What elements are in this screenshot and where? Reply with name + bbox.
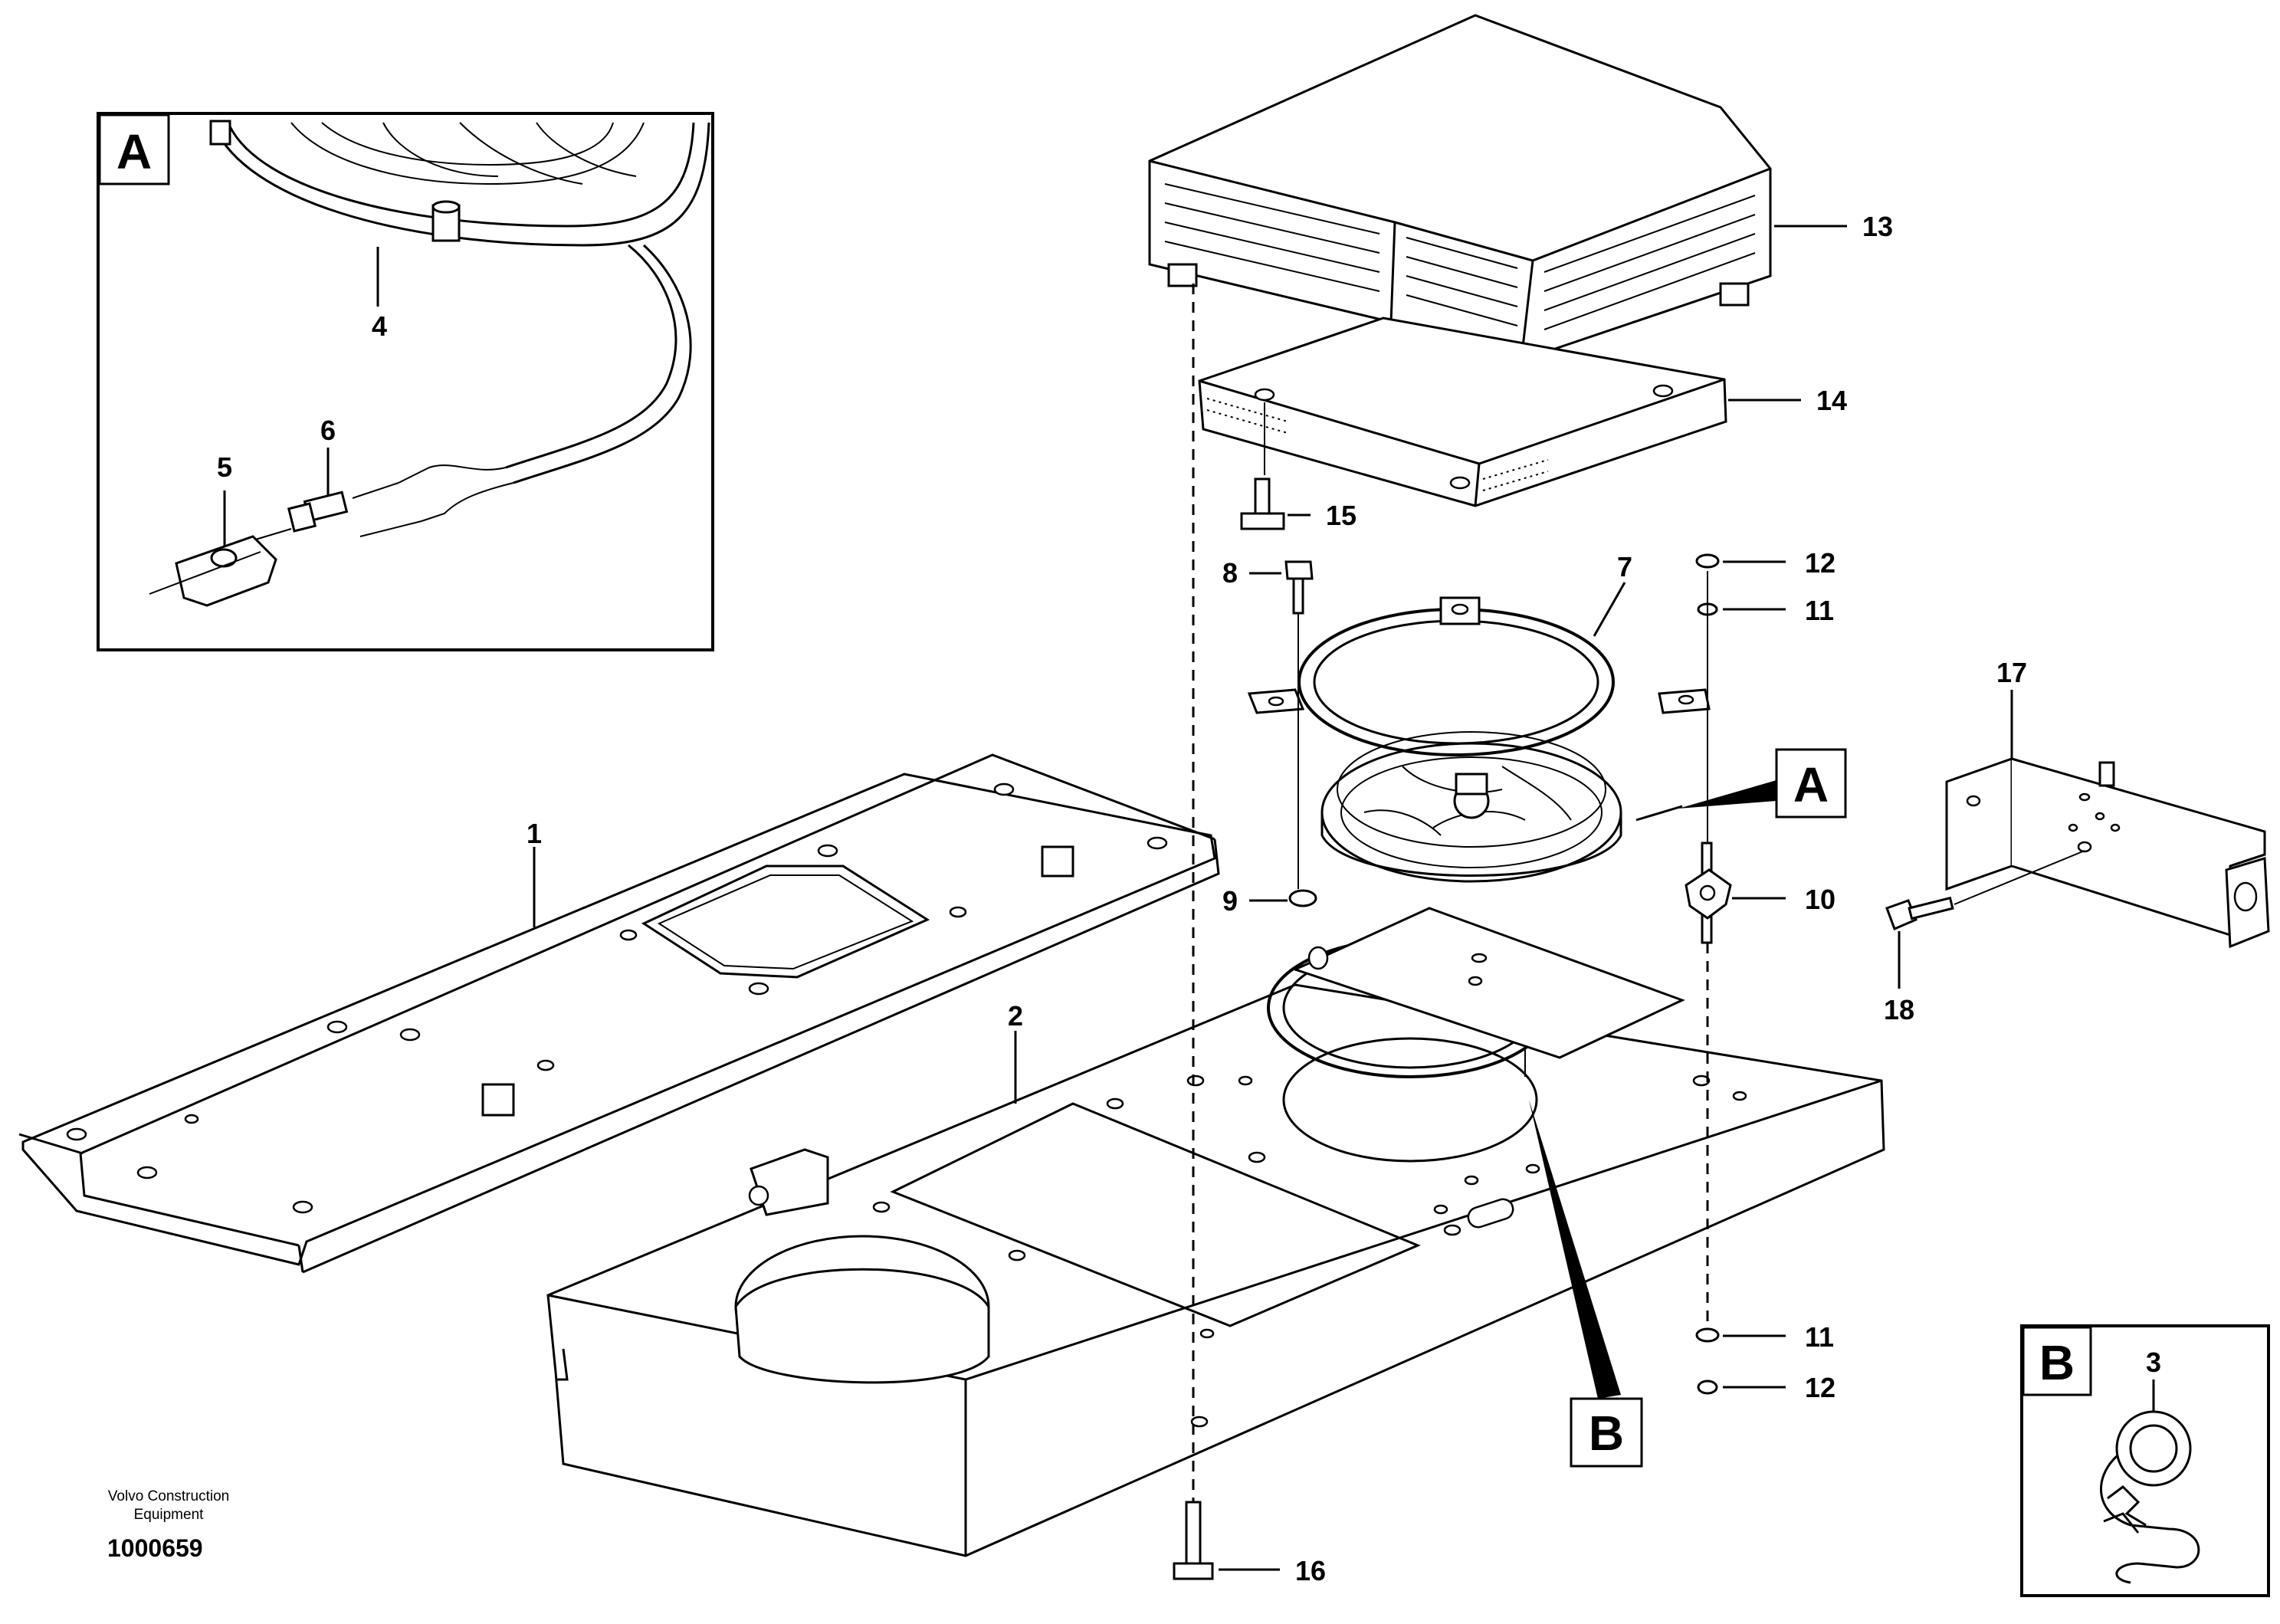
part-17-bracket: 17 xyxy=(1945,657,2270,949)
part-15-bolt: 15 xyxy=(1240,477,1357,531)
detail-b-tag-box xyxy=(2022,1326,2092,1396)
part-label-14: 14 xyxy=(1816,385,1847,416)
part-18-screw: 18 xyxy=(1884,850,2085,1025)
detail-a-tag-label: A xyxy=(116,124,152,179)
part-1-long-plate: 1 xyxy=(18,753,1220,1274)
part-2-base-box: 2 xyxy=(546,983,1885,1557)
part-label-8: 8 xyxy=(1222,557,1238,589)
detail-b-tag-label: B xyxy=(2039,1335,2075,1390)
callout-b-label: B xyxy=(1589,1406,1624,1461)
callout-b-box xyxy=(1570,1397,1643,1468)
part-label-18: 18 xyxy=(1884,994,1914,1025)
part-label-1: 1 xyxy=(527,818,542,849)
part-3-seal-ring xyxy=(1267,907,1685,1078)
part-label-5: 5 xyxy=(217,451,232,483)
part-label-12-bottom: 12 xyxy=(1805,1372,1835,1403)
part-label-6: 6 xyxy=(320,415,336,446)
part-9-nut: 9 xyxy=(1222,885,1317,917)
part-label-10: 10 xyxy=(1805,884,1835,915)
detail-a-tag-box xyxy=(98,113,170,185)
callout-b: B xyxy=(1529,1100,1643,1468)
part-label-13: 13 xyxy=(1862,211,1893,242)
publisher-credit-line2: Equipment xyxy=(133,1507,204,1523)
part-label-11-bottom: 11 xyxy=(1805,1321,1834,1353)
part-14-filter-pad: 14 xyxy=(1198,317,1847,507)
part-label-2: 2 xyxy=(1008,1000,1023,1032)
detail-inset-b: B 3 xyxy=(2020,1324,2270,1597)
part-16-long-bolt: 16 xyxy=(1173,1501,1326,1586)
parts-11-12-bottom: 11 12 xyxy=(1695,1321,1835,1403)
callout-a-label: A xyxy=(1793,757,1829,812)
callout-a: A xyxy=(1635,748,1847,822)
part-7-fan-assembly: 7 xyxy=(1247,551,1711,883)
part-8-screw: 8 xyxy=(1222,557,1314,615)
part-label-7: 7 xyxy=(1617,551,1632,582)
part-13-cover: 13 xyxy=(1148,14,1893,391)
part-label-9: 9 xyxy=(1222,885,1238,917)
part-label-15: 15 xyxy=(1326,500,1357,531)
part-label-16: 16 xyxy=(1295,1555,1326,1586)
parts-11-12-top: 12 11 xyxy=(1695,547,1835,626)
part-label-4: 4 xyxy=(372,310,387,342)
part-10-clamp: 10 xyxy=(1685,842,1835,944)
part-label-17: 17 xyxy=(1996,657,2027,688)
callout-a-box xyxy=(1775,748,1847,819)
part-label-3: 3 xyxy=(2146,1347,2161,1378)
drawing-number: 1000659 xyxy=(107,1534,203,1562)
publisher-credit-line1: Volvo Construction xyxy=(107,1488,230,1504)
part-label-12-top: 12 xyxy=(1805,547,1835,579)
detail-inset-a: A 4 6 5 xyxy=(97,112,714,651)
assembly-axis-lines xyxy=(1192,284,1709,1502)
part-label-11-top: 11 xyxy=(1805,595,1834,626)
